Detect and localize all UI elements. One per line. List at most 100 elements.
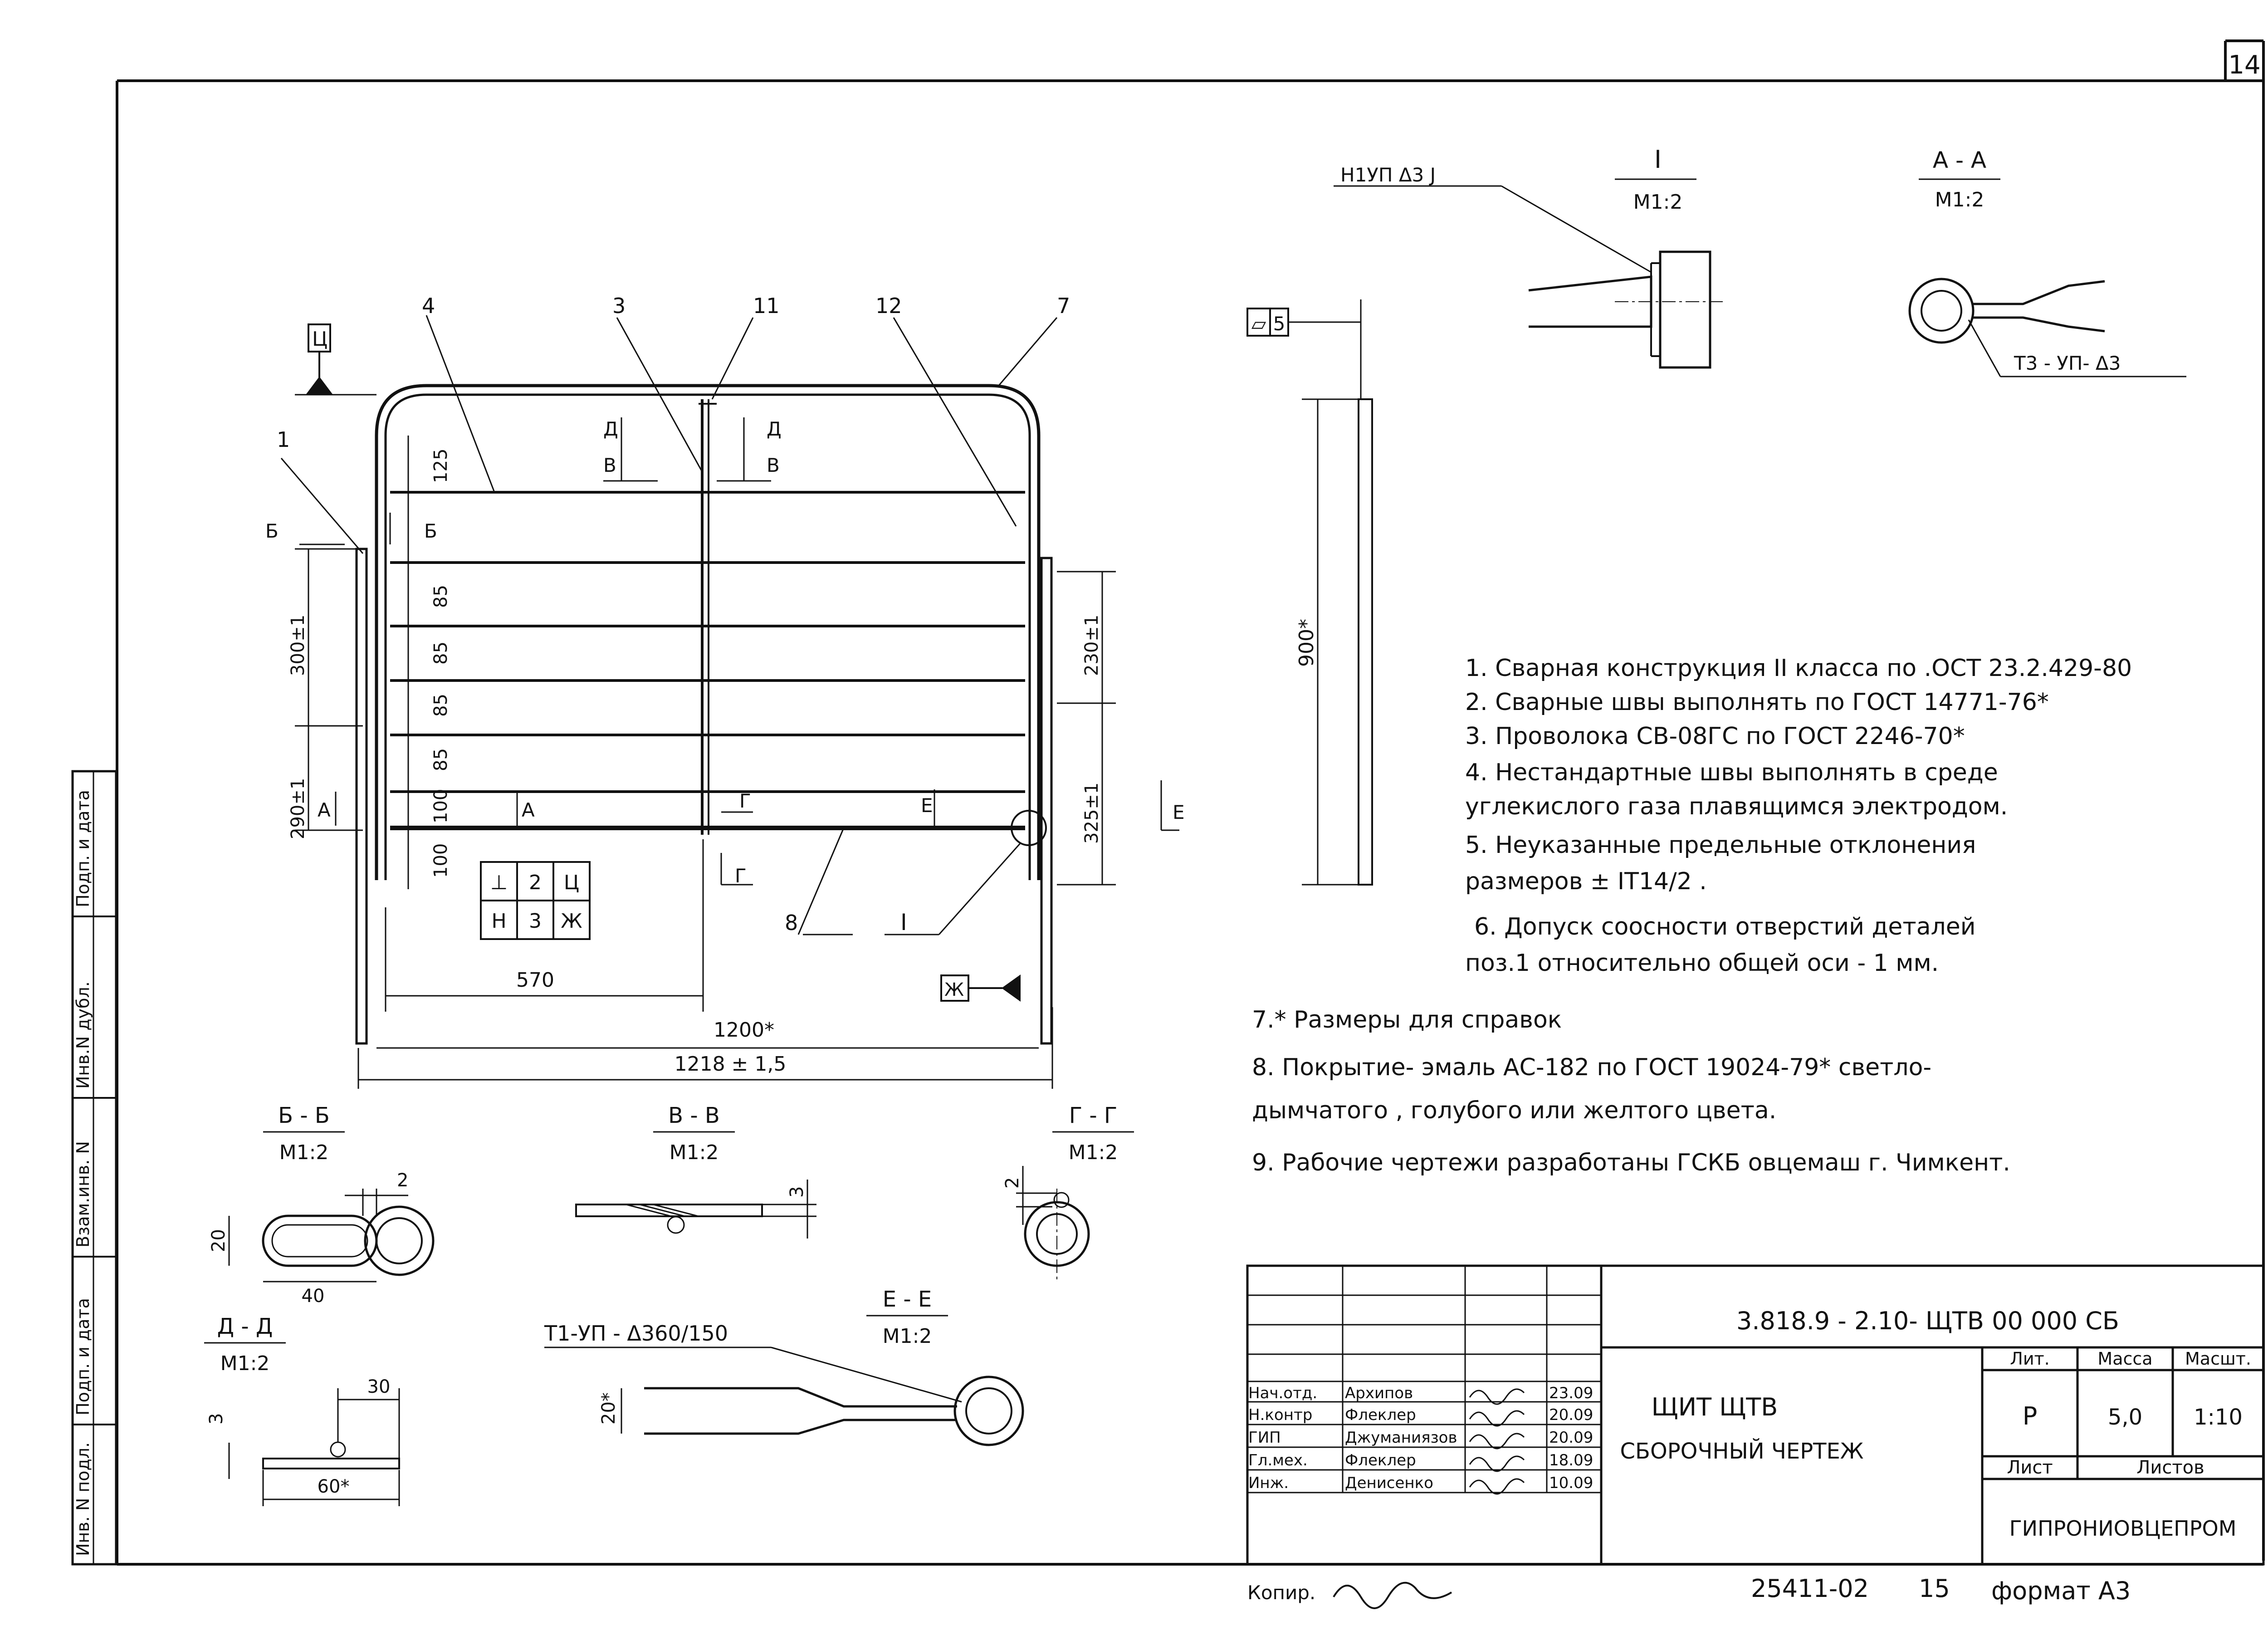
section-AA-scale: М1:2 — [1935, 188, 1984, 211]
note-7: 7.* Размеры для справок — [1252, 1006, 1562, 1033]
tb-name-1: ЩИТ ЩТВ — [1652, 1393, 1778, 1421]
dim-100-b: 100 — [430, 843, 451, 878]
bottom-strip: Копир. 25411-02 15 формат А3 — [1247, 1574, 2131, 1609]
section-VV-title: В - В — [668, 1103, 720, 1128]
callout-7: 7 — [1057, 294, 1070, 318]
section-DD: Д - Д М1:2 30 3 60* — [204, 1314, 400, 1506]
tb-name-4-person: Денисенко — [1345, 1474, 1433, 1492]
tol-r1-c2: 2 — [529, 871, 542, 894]
side-stamp-replace: Взам.инв. N — [73, 1141, 93, 1248]
tb-role-0: Нач.отд. — [1248, 1384, 1317, 1402]
tb-hdr-scale: Масшт. — [2185, 1349, 2251, 1369]
dim-1218: 1218 ± 1,5 — [675, 1053, 787, 1076]
note-6-cont: поз.1 относительно общей оси - 1 мм. — [1465, 950, 1939, 977]
side-stamp-inv: Инв. N подл. — [73, 1442, 93, 1556]
note-4-cont: углекислого газа плавящимся электродом. — [1465, 793, 2008, 820]
section-DD-title: Д - Д — [217, 1314, 273, 1339]
side-stamp-sign2: Подп. и дата — [73, 790, 93, 907]
detail-I-weld: Н1УП Δ3 J — [1340, 164, 1436, 186]
side-stamp-sign1: Подп. и дата — [73, 1298, 93, 1415]
section-BB-title: Б - Б — [278, 1103, 330, 1128]
dim-570: 570 — [516, 969, 554, 992]
section-EE-dim-20: 20* — [598, 1392, 619, 1425]
tb-date-1: 20.09 — [1549, 1406, 1593, 1424]
tb-role-4: Инж. — [1248, 1474, 1289, 1492]
tolerance-table: ⊥ 2 Ц Н 3 Ж — [480, 861, 591, 940]
tb-org: ГИПРОНИОВЦЕПРОМ — [2009, 1516, 2237, 1541]
side-stamp-dup: Инв.N дубл. — [73, 981, 93, 1089]
section-BB-dim-20: 20 — [208, 1229, 229, 1252]
tb-role-2: ГИП — [1248, 1429, 1281, 1447]
note-5-cont: размеров ± IT14/2 . — [1465, 868, 1707, 895]
mark-e-left: Е — [921, 794, 933, 817]
note-6: 6. Допуск соосности отверстий деталей — [1474, 913, 1976, 940]
tb-scale: 1:10 — [2194, 1405, 2243, 1430]
mark-g-lower: Г — [735, 865, 747, 887]
section-BB: Б - Б М1:2 2 20 40 — [208, 1103, 435, 1307]
callout-I: I — [900, 909, 907, 935]
datum-top-label: Ц — [312, 328, 327, 351]
tb-hdr-mass: Масса — [2097, 1349, 2152, 1369]
section-EE-weld: Т1-УП - Δ360/150 — [544, 1321, 728, 1346]
side-stamp: Инв. N подл. Подп. и дата Взам.инв. N Ин… — [71, 770, 117, 1566]
title-block: 3.818.9 - 2.10- ЩТВ 00 000 СБ ЩИТ ЩТВ СБ… — [1246, 1264, 2265, 1566]
dim-left-upper: 300±1 — [288, 615, 308, 676]
flatness-value: 5 — [1273, 313, 1286, 335]
main-view: 1 4 3 11 12 7 8 I Ц Ж — [265, 294, 1185, 1089]
section-VV: В - В М1:2 3 — [575, 1103, 816, 1239]
note-8: 8. Покрытие- эмаль АС-182 по ГОСТ 19024-… — [1252, 1054, 1931, 1081]
detail-I-title: I — [1654, 145, 1662, 174]
note-3: 3. Проволока СВ-08ГС по ГОСТ 2246-70* — [1465, 723, 1965, 750]
page-number: 14 — [2228, 50, 2260, 80]
side-height-dim: 900* — [1295, 619, 1318, 667]
section-AA: А - А М1:2 Т3 - УП- Δ3 — [1908, 147, 2186, 377]
section-VV-dim-3: 3 — [787, 1186, 807, 1198]
detail-I-scale: М1:2 — [1633, 191, 1683, 214]
tb-hdr-sheets: Листов — [2136, 1457, 2204, 1478]
dim-100-a: 100 — [430, 789, 451, 823]
inventory-number: 25411-02 — [1751, 1574, 1869, 1603]
note-9: 9. Рабочие чертежи разработаны ГСКБ овце… — [1252, 1149, 2010, 1176]
tb-role-1: Н.контр — [1248, 1406, 1312, 1424]
tb-hdr-sheet: Лист — [2007, 1457, 2053, 1478]
dim-right-lower: 325±1 — [1081, 783, 1102, 844]
mark-g-upper: Г — [739, 790, 751, 812]
section-BB-dim-40: 40 — [302, 1286, 325, 1307]
section-GG-scale: М1:2 — [1069, 1141, 1118, 1164]
tol-r2-c3: Ж — [561, 910, 582, 933]
callout-11: 11 — [753, 294, 780, 318]
tol-r1-c1: ⊥ — [490, 871, 508, 894]
callout-8: 8 — [785, 911, 798, 935]
tb-name-2: СБОРОЧНЫЙ ЧЕРТЕЖ — [1620, 1438, 1864, 1464]
mark-a-left: А — [318, 799, 331, 821]
tb-name-0: Архипов — [1345, 1384, 1413, 1402]
tb-lit: Р — [2023, 1402, 2038, 1430]
tol-r1-c3: Ц — [564, 871, 579, 894]
tb-date-0: 23.09 — [1549, 1384, 1593, 1402]
section-BB-dim-2: 2 — [397, 1170, 408, 1191]
callout-1: 1 — [277, 427, 290, 452]
tb-date-4: 10.09 — [1549, 1474, 1593, 1492]
section-AA-weld: Т3 - УП- Δ3 — [2014, 352, 2121, 374]
flatness-symbol: ▱ — [1251, 313, 1266, 335]
section-GG: Г - Г М1:2 2 — [1002, 1103, 1134, 1279]
dim-right-upper: 230±1 — [1081, 615, 1102, 676]
copy-signature — [1333, 1581, 1452, 1609]
section-GG-title: Г - Г — [1069, 1103, 1117, 1128]
section-EE-title: Е - Е — [883, 1287, 932, 1312]
dim-85-b: 85 — [430, 641, 451, 665]
section-DD-dim-3: 3 — [206, 1413, 227, 1425]
note-2: 2. Сварные швы выполнять по ГОСТ 14771-7… — [1465, 689, 2049, 716]
dim-125: 125 — [430, 449, 451, 483]
section-DD-dim-30: 30 — [367, 1376, 391, 1397]
notes: 1. Сварная конструкция II класса по .ОСТ… — [1252, 655, 2132, 1176]
tol-r2-c2: 3 — [529, 910, 542, 933]
note-1: 1. Сварная конструкция II класса по .ОСТ… — [1465, 655, 2132, 682]
mark-d-left: Д — [603, 418, 618, 440]
section-AA-title: А - А — [1933, 147, 1986, 173]
mark-v-right: В — [767, 454, 780, 476]
tb-name-2-person: Джуманиязов — [1345, 1429, 1457, 1447]
note-8-cont: дымчатого , голубого или желтого цвета. — [1252, 1097, 1776, 1124]
format-label: формат А3 — [1991, 1576, 2131, 1605]
mark-b-left: Б — [265, 520, 279, 542]
